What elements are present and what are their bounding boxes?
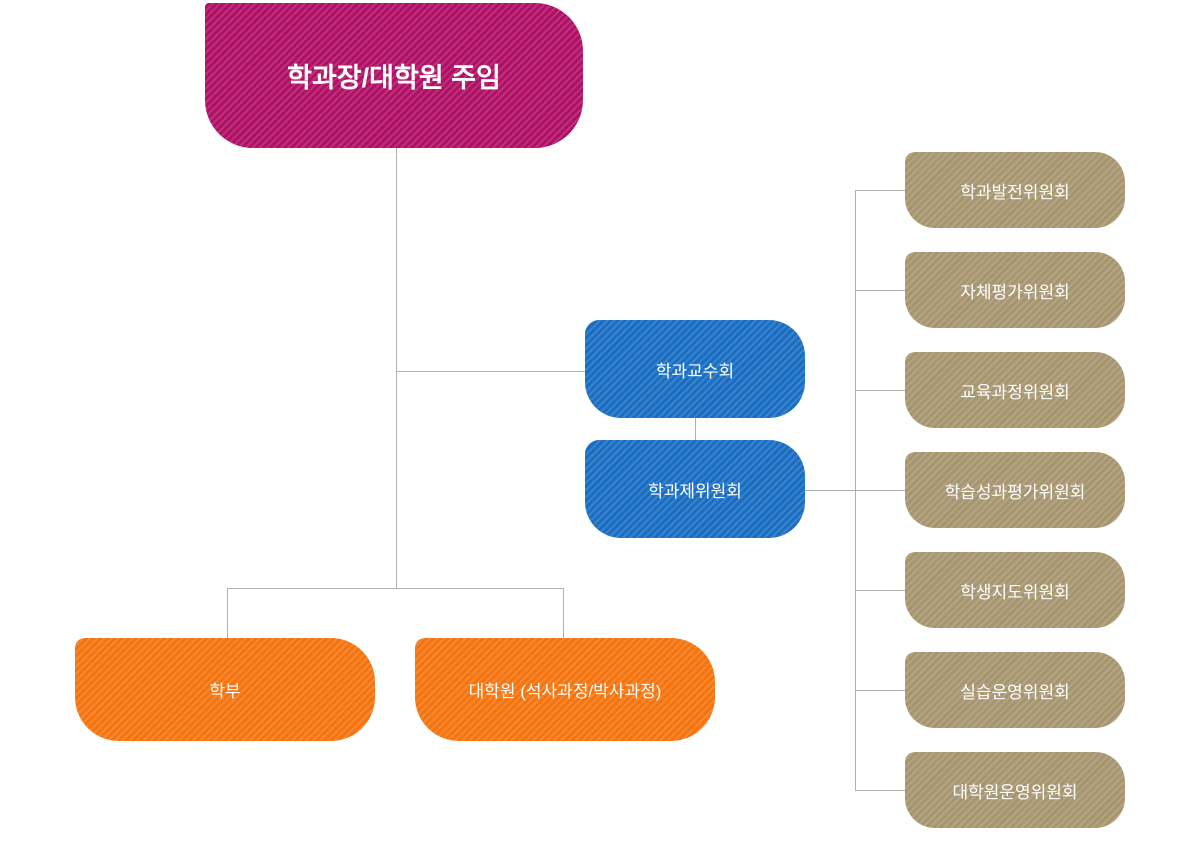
committee-label: 학생지도위원회 bbox=[960, 582, 1070, 602]
connector-to-grad bbox=[563, 588, 564, 638]
committee-label: 교육과정위원회 bbox=[960, 382, 1070, 402]
connector-root-vertical bbox=[396, 148, 397, 588]
graduate-label: 대학원 (석사과정/박사과정) bbox=[468, 682, 662, 701]
connector-programs-horizontal bbox=[227, 588, 563, 589]
committee-label: 자체평가위원회 bbox=[960, 282, 1070, 302]
committee-hub-node: 학과제위원회 bbox=[585, 440, 805, 538]
connector-committee-stub bbox=[855, 690, 905, 691]
root-node-department-head: 학과장/대학원 주임 bbox=[205, 3, 583, 148]
root-node-label: 학과장/대학원 주임 bbox=[287, 63, 501, 93]
connector-committee-stub bbox=[855, 590, 905, 591]
committee-label: 학습성과평가위원회 bbox=[944, 482, 1086, 502]
connector-to-undergrad bbox=[227, 588, 228, 638]
connector-to-council bbox=[396, 371, 585, 372]
committee-node: 자체평가위원회 bbox=[905, 252, 1125, 328]
connector-committee-stub bbox=[855, 790, 905, 791]
committee-hub-label: 학과제위원회 bbox=[648, 481, 742, 501]
committee-node: 대학원운영위원회 bbox=[905, 752, 1125, 828]
undergraduate-node: 학부 bbox=[75, 638, 375, 741]
committee-node: 학과발전위원회 bbox=[905, 152, 1125, 228]
connector-committee-stub bbox=[855, 190, 905, 191]
committee-node: 학생지도위원회 bbox=[905, 552, 1125, 628]
committee-node: 교육과정위원회 bbox=[905, 352, 1125, 428]
connector-committee-stub bbox=[855, 290, 905, 291]
connector-committee-stub bbox=[855, 490, 905, 491]
connector-committee-stub bbox=[855, 390, 905, 391]
committee-node: 실습운영위원회 bbox=[905, 652, 1125, 728]
committee-label: 대학원운영위원회 bbox=[952, 782, 1078, 802]
connector-council-to-hub bbox=[695, 418, 696, 440]
graduate-node: 대학원 (석사과정/박사과정) bbox=[415, 638, 715, 741]
committee-label: 학과발전위원회 bbox=[960, 182, 1070, 202]
undergraduate-label: 학부 bbox=[209, 682, 241, 701]
committee-label: 실습운영위원회 bbox=[960, 682, 1070, 702]
committee-node: 학습성과평가위원회 bbox=[905, 452, 1125, 528]
faculty-council-label: 학과교수회 bbox=[655, 361, 735, 381]
faculty-council-node: 학과교수회 bbox=[585, 320, 805, 418]
